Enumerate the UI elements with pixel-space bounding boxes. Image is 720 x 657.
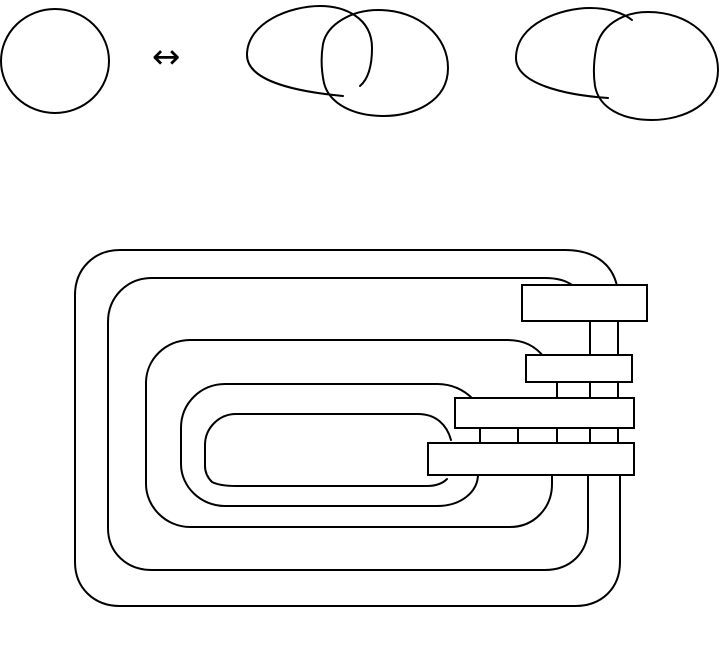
hopf-link-right [515, 7, 719, 121]
loop-5 [204, 413, 452, 487]
unknot-circle [0, 8, 110, 114]
tangle-box-3 [454, 397, 635, 429]
loop-1 [74, 249, 621, 607]
tangle-box-1 [521, 284, 648, 322]
hopf-right-right-component [592, 11, 719, 121]
tangle-box-4 [427, 442, 635, 476]
hopf-link-left [246, 5, 449, 117]
hopf-left-component [246, 5, 373, 97]
loop-3 [145, 339, 553, 528]
hopf-right-left-component [515, 7, 633, 99]
top-row: ↔ [0, 5, 719, 121]
nested-loops [74, 249, 648, 607]
hopf-right-component [320, 9, 449, 117]
equivalence-arrow: ↔ [152, 37, 181, 77]
tangle-box-2 [525, 354, 633, 383]
loop-4 [180, 383, 479, 507]
loop-2 [107, 277, 589, 571]
